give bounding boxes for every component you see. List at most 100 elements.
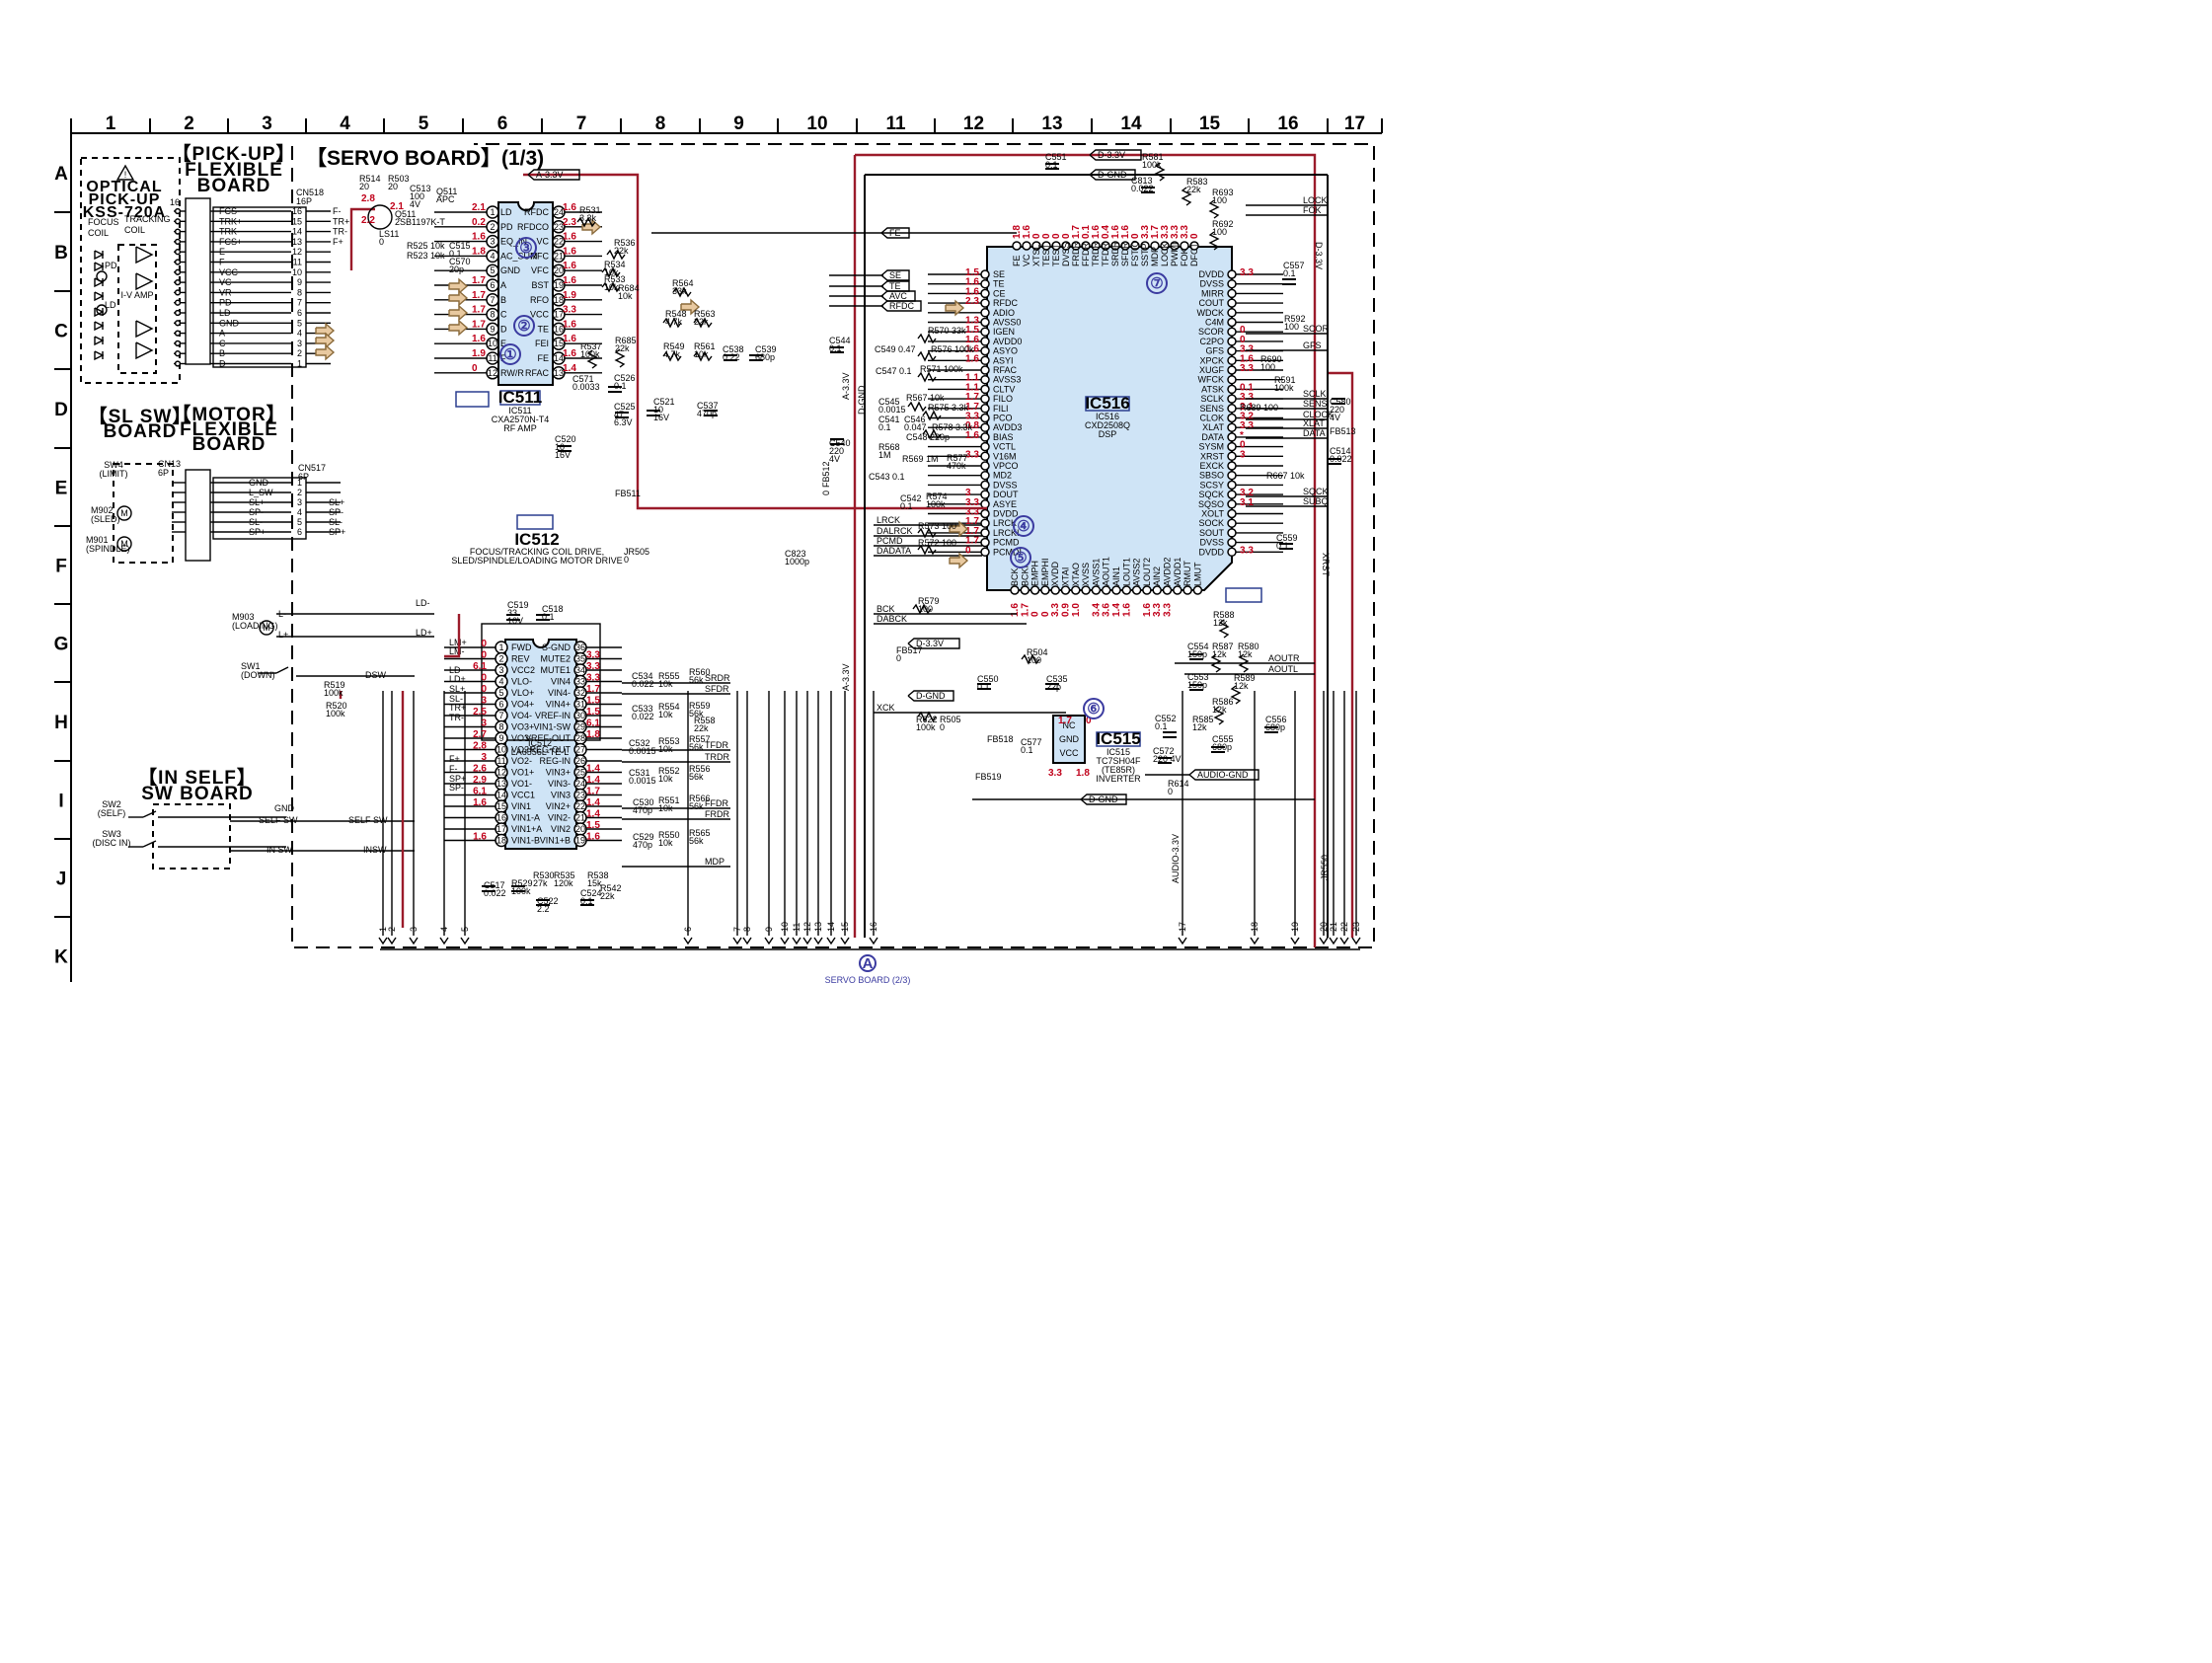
ic516-top-pin-name: TFDR (1101, 243, 1110, 266)
ic512-pin-name: MUTE1 (540, 665, 571, 675)
bottom-connector-number: 3 (409, 927, 419, 932)
pin-marker (486, 205, 499, 219)
c541-label: C541 (878, 415, 900, 424)
pin-marker (486, 234, 499, 249)
ic511-pin-name: RFC (531, 251, 550, 261)
pickup-pin-number: 12 (292, 247, 302, 257)
pin-marker (980, 470, 990, 481)
pickup-pin-name: FCS- (219, 206, 240, 216)
pin-marker (1170, 241, 1180, 251)
voltage-value: 3.3 (965, 497, 979, 508)
r569-label: R569 1M (902, 454, 939, 464)
ic511-pin-name: BST (531, 280, 549, 290)
r535-label: 120k (554, 878, 573, 888)
signal-arrow (680, 298, 701, 316)
voltage-value: 0 (1041, 233, 1052, 239)
c546-label: C546 (904, 415, 926, 424)
ic516-bottom-pin-name: AIN1 (1111, 567, 1121, 586)
pin-marker (1071, 241, 1081, 251)
pin-number: 13 (554, 368, 564, 378)
ic516-pin-name: XUGF (1199, 365, 1225, 375)
c813-label: C813 (1131, 176, 1153, 186)
pin-number: 9 (498, 733, 503, 743)
voltage-value: 1.8 (586, 729, 600, 740)
motor-icon-m: M (263, 623, 270, 633)
pin-number: 16 (496, 813, 506, 823)
pin-marker (1227, 470, 1237, 481)
ic516-pin-name: DOUT (993, 490, 1019, 499)
ic516-pin-name: ADIO (993, 308, 1015, 318)
c542-label: 0.1 (900, 501, 913, 511)
voltage-value: 2.8 (361, 193, 375, 204)
r581-label: R581 (1142, 152, 1164, 162)
voltage-value: 1.7 (965, 536, 979, 547)
pickup-pin-number: 6 (297, 308, 302, 318)
signal-tag (880, 280, 910, 292)
c577-label: 0.1 (1021, 745, 1033, 755)
motor-pin-name: SP- (249, 507, 264, 517)
m903-label: M903 (232, 612, 255, 622)
signal-tag-label: D-GND (916, 691, 946, 701)
pin-marker (552, 307, 566, 322)
xrst-label: XRST (1321, 553, 1331, 577)
ic512-pin-name: VIN4- (548, 688, 571, 698)
ic512-pin-name: VIN1-SW (533, 722, 571, 732)
grid-row-label: G (54, 635, 69, 655)
r555-label: 10k (658, 679, 673, 689)
jr505-label: JR505 (624, 547, 649, 557)
voltage-value: 0 (1031, 233, 1042, 239)
bottom-arrow (813, 937, 823, 945)
xck-label: XCK (877, 703, 895, 713)
voltage-value: 1.7 (1058, 716, 1072, 726)
r565-label: 56k (689, 836, 704, 846)
ic515-part: TC7SH04F (1096, 756, 1141, 766)
ic512-pin-name: VO2- (511, 756, 532, 766)
pin-marker (1142, 585, 1152, 595)
pin-marker (1227, 374, 1237, 385)
pin-marker (1227, 394, 1237, 404)
right-signal-label: DATA (1303, 428, 1326, 438)
ic516-pin-name: FILI (993, 404, 1009, 414)
r503-label: 20 (388, 182, 398, 191)
ic516-pin-name: SYSM (1198, 442, 1224, 452)
r587-label: 12k (1212, 649, 1227, 659)
voltage-value: 1.6 (563, 334, 576, 344)
dsw-label: DSW (365, 670, 387, 680)
bottom-arrow (1329, 937, 1338, 945)
pin-number: 18 (554, 295, 564, 305)
diode-symbol (94, 336, 105, 346)
pickup-pin-number: 9 (297, 277, 302, 287)
bottom-arrow (732, 937, 742, 945)
pin-marker (980, 384, 990, 395)
ic512-body (504, 639, 577, 850)
pin-marker (1182, 585, 1192, 595)
c513-label: C513 (410, 184, 431, 193)
ic515-part: IC515 (1106, 747, 1130, 757)
pin-marker (486, 264, 499, 277)
bottom-arrow (780, 937, 790, 945)
ic516-pin-name: SBSO (1199, 471, 1224, 481)
pin-marker (1120, 241, 1130, 251)
pin-number: 8 (498, 722, 503, 732)
voltage-value: 1.5 (586, 696, 600, 707)
voltage-value: 3.2 (1240, 412, 1254, 422)
grid-column-label: 13 (1041, 113, 1062, 134)
pin-marker (1227, 432, 1237, 442)
pin-marker (980, 537, 990, 548)
ic515-part: (TE85R) (1102, 765, 1135, 775)
ic516-pin-name: MD2 (993, 471, 1012, 481)
c551-label: C551 (1045, 152, 1067, 162)
signal-tag-label: A-3.3V (536, 170, 564, 180)
pin-number: 26 (575, 756, 585, 766)
pin-marker (573, 833, 587, 848)
r533-label: R533 (604, 274, 626, 284)
iv-amp-outline (117, 244, 157, 374)
ic516-pin-name: SCOR (1198, 327, 1225, 337)
resistor (917, 333, 937, 344)
motor-pin-number: 2 (297, 488, 302, 497)
pickup-signal: TR- (333, 227, 347, 237)
ic516-pin-name: TE (993, 279, 1005, 289)
bottom-arrow (409, 937, 419, 945)
pin-marker (1012, 241, 1022, 251)
resistor (606, 249, 626, 261)
